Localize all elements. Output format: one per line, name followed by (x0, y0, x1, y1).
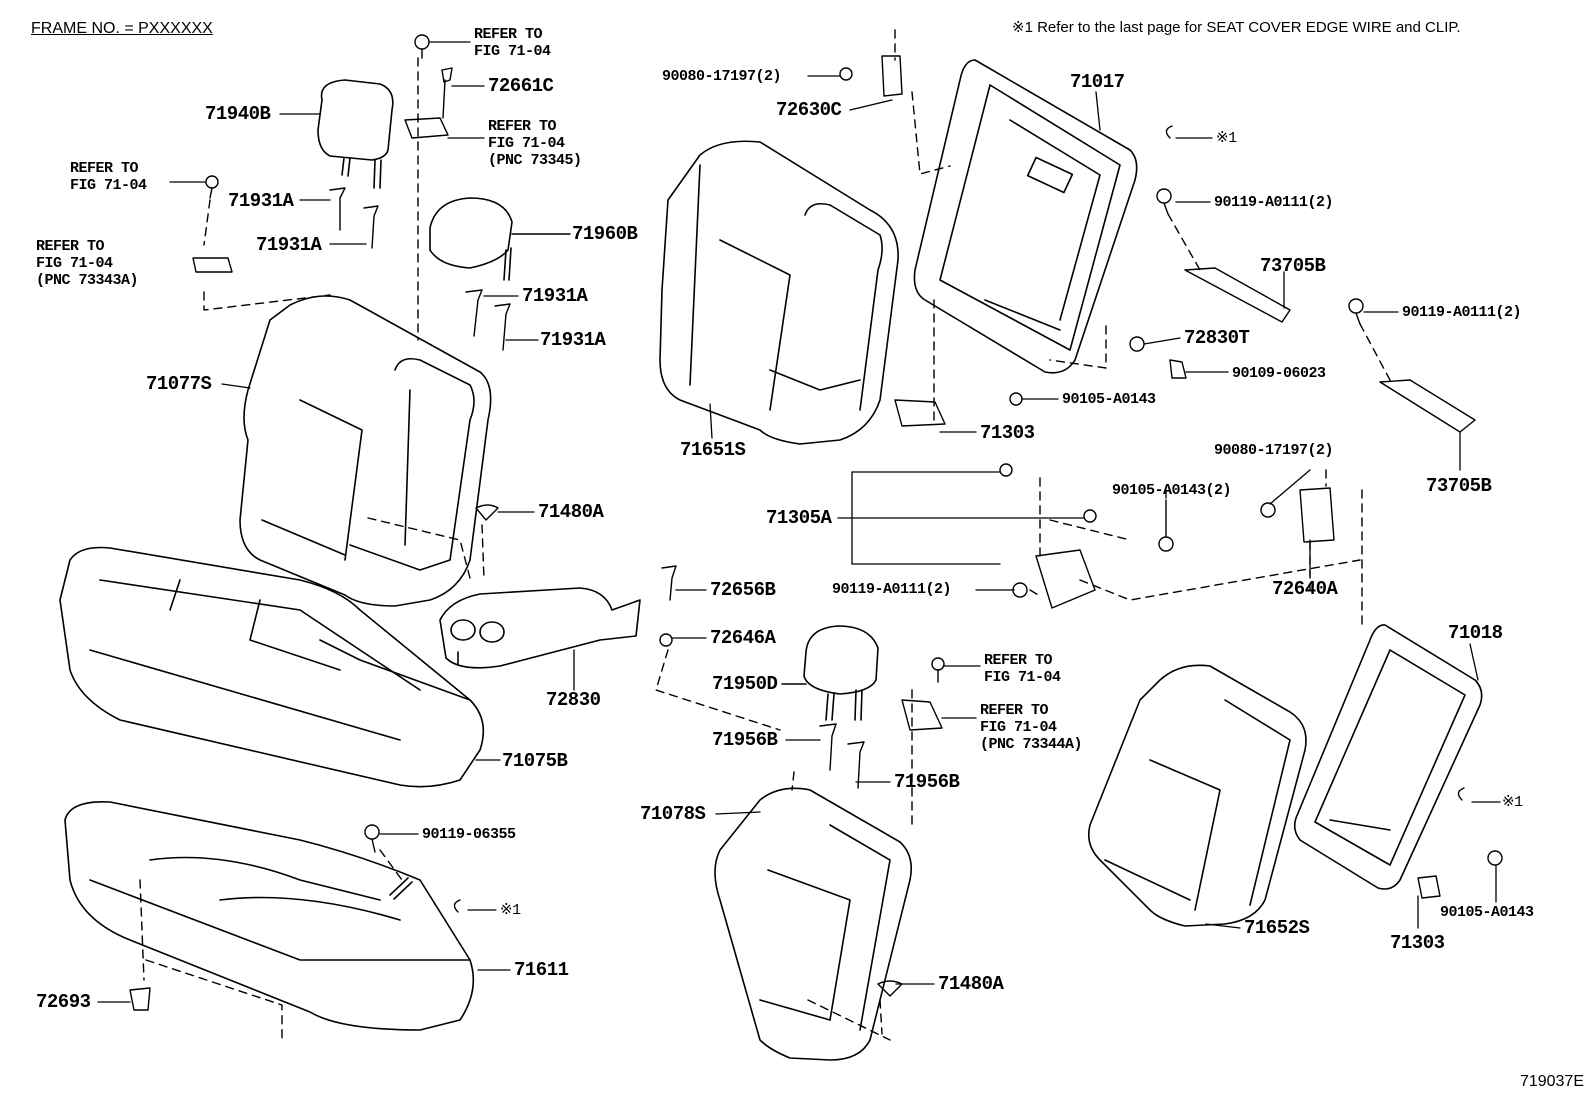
part-label-71956b-2[interactable]: 71956B (894, 771, 960, 793)
part-label-90080-17197-2[interactable]: 90080-17197(2) (1214, 442, 1334, 459)
part-label-71075b[interactable]: 71075B (502, 750, 568, 772)
refer-label-2[interactable]: REFER TO FIG 71-04 (PNC 73345) (488, 118, 582, 169)
part-label-90119-06355[interactable]: 90119-06355 (422, 826, 516, 843)
part-label-71077s[interactable]: 71077S (146, 373, 212, 395)
part-label-72630c[interactable]: 72630C (776, 99, 842, 121)
part-label-71303-2[interactable]: 71303 (1390, 932, 1445, 954)
part-label-72646a[interactable]: 72646A (710, 627, 776, 649)
part-label-71931a-2[interactable]: 71931A (256, 234, 322, 256)
part-label-71956b-1[interactable]: 71956B (712, 729, 778, 751)
part-label-90105-a0143-3[interactable]: 90105-A0143 (1440, 904, 1534, 921)
part-label-71018[interactable]: 71018 (1448, 622, 1503, 644)
part-label-90119-a0111-3[interactable]: 90119-A0111(2) (832, 581, 952, 598)
headrest-71940b-shape (318, 80, 393, 188)
part-label-71078s[interactable]: 71078S (640, 803, 706, 825)
leader-lines (98, 42, 1500, 1002)
seatback-71078s (715, 788, 911, 1060)
part-label-71652s[interactable]: 71652S (1244, 917, 1310, 939)
part-label-71960b[interactable]: 71960B (572, 223, 638, 245)
seatback-frame-71017 (914, 60, 1136, 373)
part-label-73705b-1[interactable]: 73705B (1260, 255, 1326, 277)
part-label-71611[interactable]: 71611 (514, 959, 569, 981)
part-label-71480a-1[interactable]: 71480A (538, 501, 604, 523)
reference-mark-2[interactable]: ※1 (500, 902, 521, 919)
note-edge-wire: ※1 Refer to the last page for SEAT COVER… (1012, 19, 1461, 36)
refer-label-3[interactable]: REFER TO FIG 71-04 (70, 160, 147, 194)
headrest-71960b-shape (430, 198, 570, 280)
part-label-71305a[interactable]: 71305A (766, 507, 832, 529)
part-label-72830t[interactable]: 72830T (1184, 327, 1250, 349)
reference-mark-1[interactable]: ※1 (1216, 130, 1237, 147)
part-label-90105-a0143-1[interactable]: 90105-A0143 (1062, 391, 1156, 408)
part-label-72640a[interactable]: 72640A (1272, 578, 1338, 600)
seatback-frame-71018 (1295, 625, 1482, 889)
frame-number: FRAME NO. = PXXXXXX (31, 20, 213, 37)
part-label-90109-06023[interactable]: 90109-06023 (1232, 365, 1326, 382)
seat-cushion-71075b (60, 548, 483, 787)
headrest-71950d-shape (782, 626, 878, 720)
part-label-90080-17197-1[interactable]: 90080-17197(2) (662, 68, 782, 85)
part-label-71017[interactable]: 71017 (1070, 71, 1125, 93)
illustration-code: 719037E (1519, 1073, 1584, 1090)
refer-label-6[interactable]: REFER TO FIG 71-04 (PNC 73344A) (980, 702, 1083, 753)
part-label-71931a-3[interactable]: 71931A (522, 285, 588, 307)
fasteners (130, 35, 1502, 1010)
seatback-71651s (660, 141, 898, 444)
part-label-72661c[interactable]: 72661C (488, 75, 554, 97)
part-label-72830[interactable]: 72830 (546, 689, 601, 711)
part-label-71940b[interactable]: 71940B (205, 103, 271, 125)
part-label-90105-a0143-2[interactable]: 90105-A0143(2) (1112, 482, 1232, 499)
cushion-frame-71611 (65, 802, 473, 1030)
part-label-71651s[interactable]: 71651S (680, 439, 746, 461)
part-label-90119-a0111-2[interactable]: 90119-A0111(2) (1402, 304, 1522, 321)
part-label-71931a-1[interactable]: 71931A (228, 190, 294, 212)
part-label-71480a-2[interactable]: 71480A (938, 973, 1004, 995)
part-label-90119-a0111-1[interactable]: 90119-A0111(2) (1214, 194, 1334, 211)
refer-label-5[interactable]: REFER TO FIG 71-04 (984, 652, 1061, 686)
part-label-71950d[interactable]: 71950D (712, 673, 778, 695)
reference-mark-3[interactable]: ※1 (1502, 794, 1523, 811)
seatback-cover-71077s (240, 296, 491, 606)
seatback-71652s (1089, 665, 1306, 926)
armrest-72830-shape (440, 588, 640, 668)
refer-label-4[interactable]: REFER TO FIG 71-04 (PNC 73343A) (36, 238, 139, 289)
part-label-73705b-2[interactable]: 73705B (1426, 475, 1492, 497)
part-label-71931a-4[interactable]: 71931A (540, 329, 606, 351)
refer-label-1[interactable]: REFER TO FIG 71-04 (474, 26, 551, 60)
part-label-71303-1[interactable]: 71303 (980, 422, 1035, 444)
part-label-72656b[interactable]: 72656B (710, 579, 776, 601)
dashed-guides (140, 30, 1390, 1040)
part-label-72693[interactable]: 72693 (36, 991, 91, 1013)
